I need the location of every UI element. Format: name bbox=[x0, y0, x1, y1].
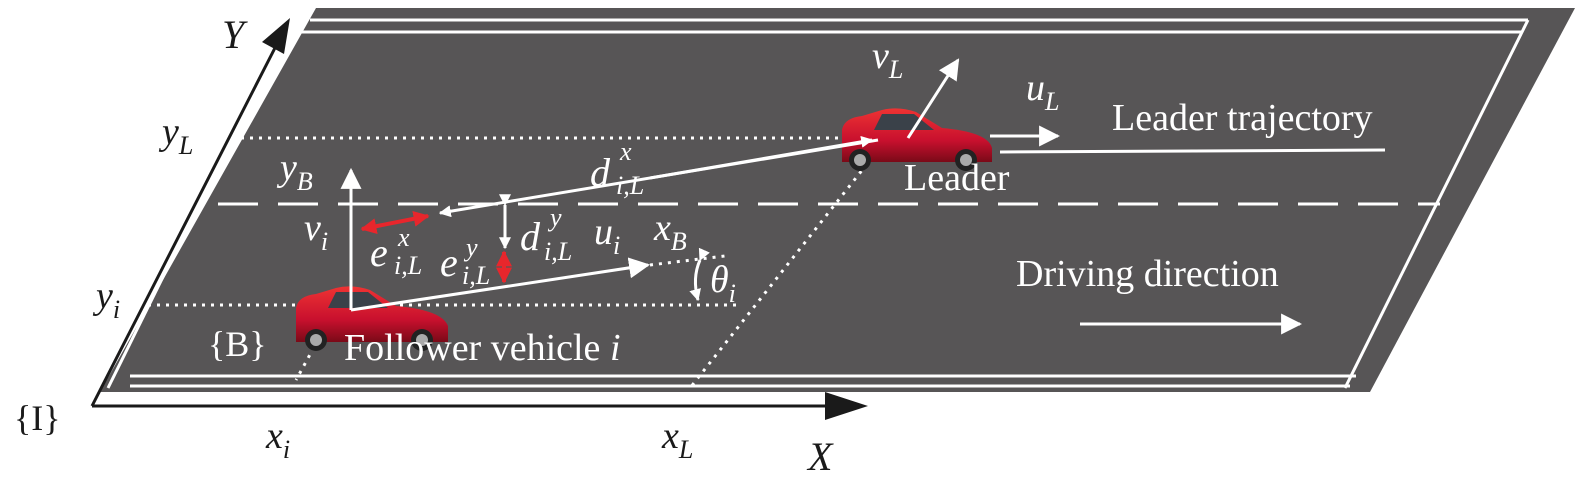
x-B-label: xB bbox=[653, 207, 687, 256]
d-x-sup: x bbox=[619, 137, 632, 166]
y-L-label: yL bbox=[158, 111, 193, 160]
theta-arc bbox=[689, 247, 710, 302]
y-B-label: yB bbox=[276, 147, 313, 196]
d-x-sub: i,L bbox=[616, 171, 644, 200]
leader-link-arrow bbox=[649, 135, 874, 180]
e-x-label: e bbox=[370, 230, 388, 275]
u-i-label: ui bbox=[594, 211, 620, 260]
vector-arrows bbox=[340, 58, 1386, 335]
y-axis bbox=[90, 41, 280, 407]
e-y-label: e bbox=[440, 240, 458, 285]
follower-car-icon bbox=[296, 286, 448, 351]
leader-label: Leader bbox=[904, 157, 1010, 199]
v-L-label: vL bbox=[872, 35, 903, 84]
e-y-sup: y bbox=[463, 233, 478, 262]
leader-trajectory-line bbox=[999, 148, 1386, 154]
x-i-label: xi bbox=[265, 415, 290, 464]
d-x-label: d bbox=[590, 150, 611, 195]
u-i-arrow bbox=[350, 257, 651, 312]
x-axis-arrowhead bbox=[825, 392, 868, 420]
road-edge-lines bbox=[106, 15, 1530, 389]
d-y-label: d bbox=[520, 214, 541, 259]
x-axis-label: X bbox=[806, 434, 834, 479]
e-x-error-arrow bbox=[360, 210, 430, 235]
d-y-sup: y bbox=[547, 203, 562, 232]
e-y-sub: i,L bbox=[462, 261, 490, 290]
v-L-arrow bbox=[906, 58, 960, 139]
d-y-sub: i,L bbox=[544, 237, 572, 266]
follower-label: Follower vehicle i bbox=[344, 327, 621, 369]
y-axis-arrowhead bbox=[262, 18, 290, 54]
y-axis-label: Y bbox=[222, 12, 248, 57]
u-L-label: uL bbox=[1026, 67, 1059, 116]
leader-trajectory-label: Leader trajectory bbox=[1112, 97, 1373, 139]
driving-direction-label: Driving direction bbox=[1016, 253, 1279, 295]
y-i-label: yi bbox=[92, 275, 120, 324]
v-i-label: vi bbox=[304, 207, 328, 256]
e-x-sup: x bbox=[397, 223, 410, 252]
leader-car-icon bbox=[842, 108, 992, 171]
theta-i-label: θi bbox=[710, 259, 736, 308]
e-x-sub: i,L bbox=[394, 251, 422, 280]
x-L-label: xL bbox=[661, 415, 693, 464]
body-frame-label: {B} bbox=[208, 324, 267, 364]
inertial-frame-label: {I} bbox=[14, 398, 61, 438]
